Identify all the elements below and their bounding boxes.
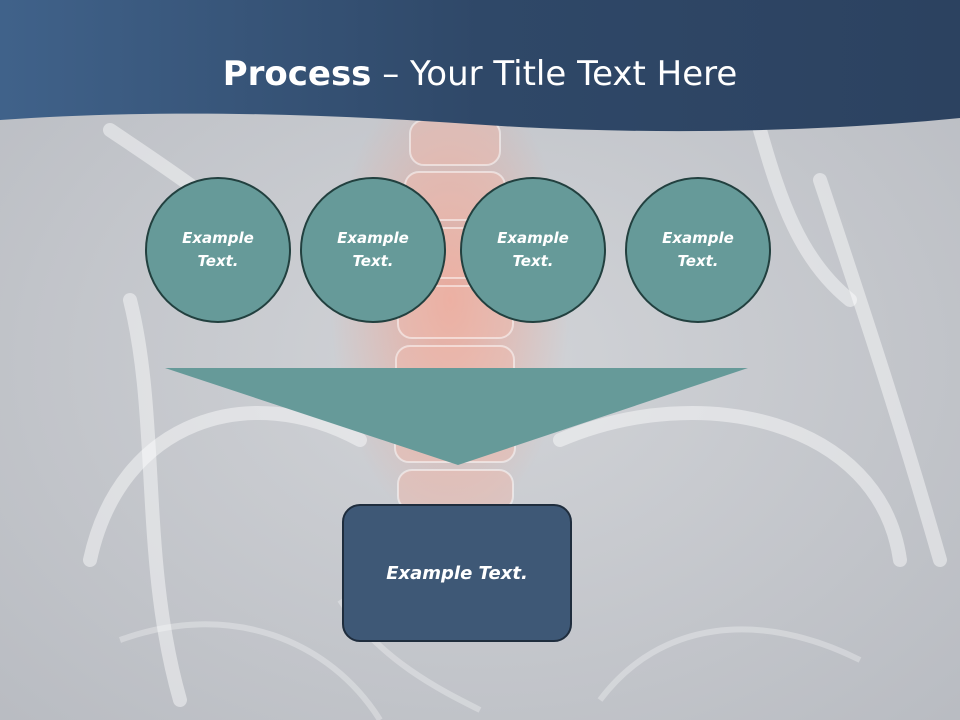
- process-circle-1: Example Text.: [145, 177, 291, 323]
- circle-label: Example Text.: [497, 229, 569, 270]
- slide-title: Process – Your Title Text Here: [0, 52, 960, 96]
- title-rest: – Your Title Text Here: [371, 54, 738, 94]
- title-banner: [0, 0, 960, 132]
- title-bold: Process: [222, 54, 372, 94]
- circle-label: Example Text.: [662, 229, 734, 270]
- process-circle-4: Example Text.: [625, 177, 771, 323]
- result-box-label: Example Text.: [386, 562, 528, 584]
- result-box: Example Text.: [342, 504, 572, 642]
- circle-label: Example Text.: [182, 229, 254, 270]
- circle-label: Example Text.: [337, 229, 409, 270]
- process-circle-2: Example Text.: [300, 177, 446, 323]
- process-circle-3: Example Text.: [460, 177, 606, 323]
